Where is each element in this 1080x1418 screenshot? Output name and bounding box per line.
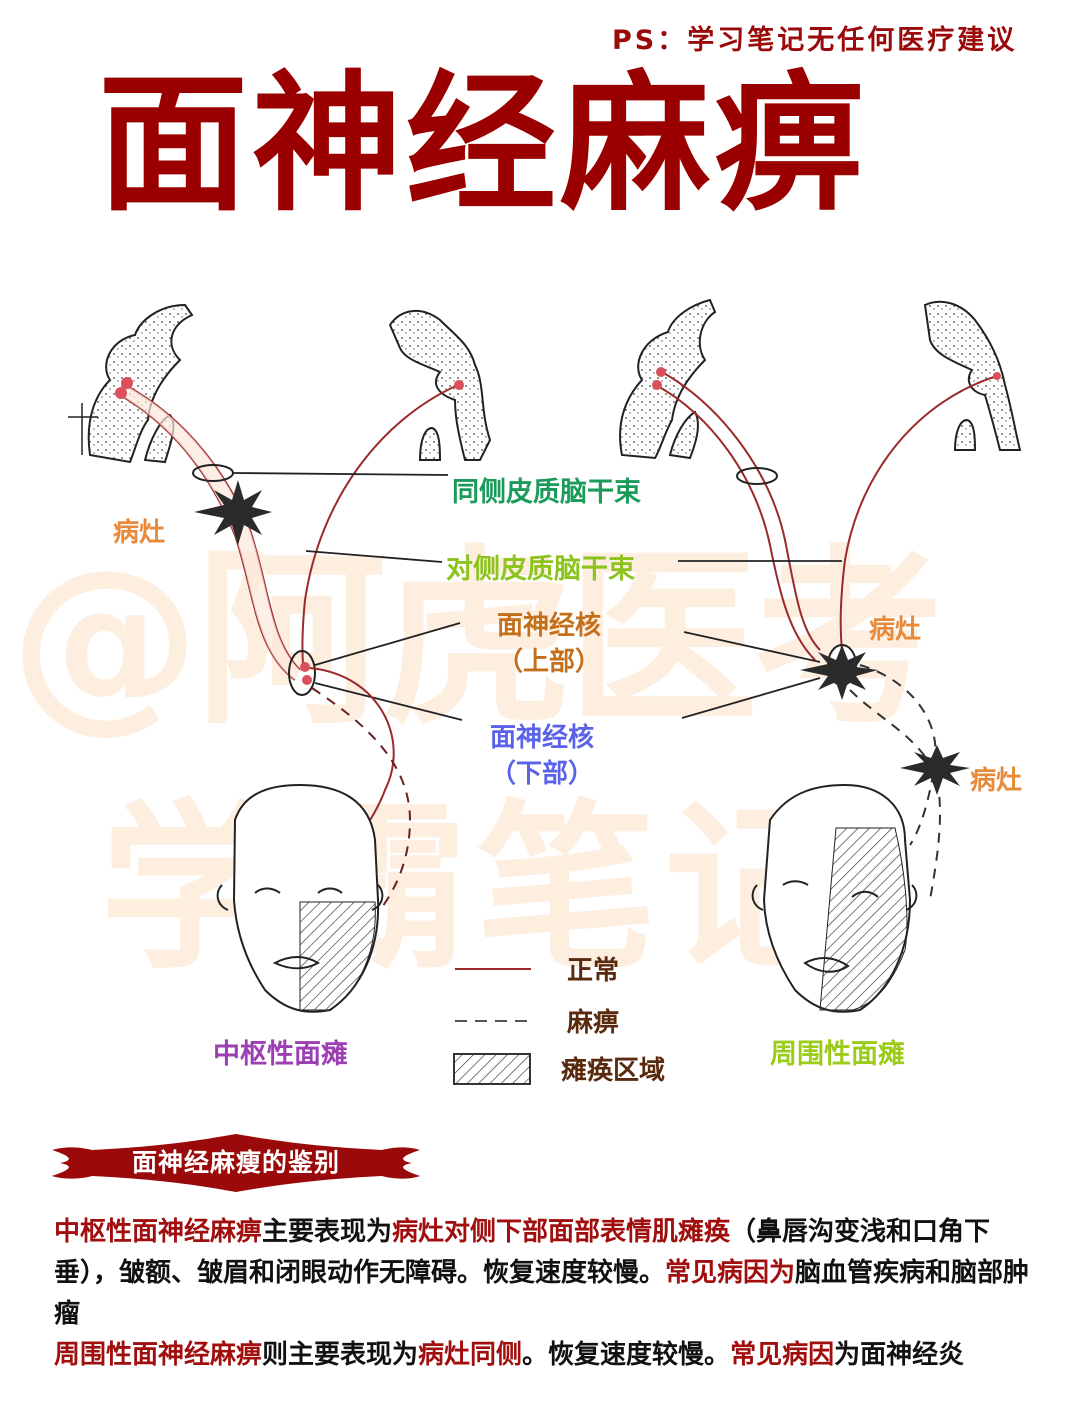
legend-paralyzed-area: 瘫痪区域 bbox=[453, 1050, 665, 1087]
text-segment: 脑血管疾病和脑部肿瘤 bbox=[54, 1258, 1030, 1329]
legend-paralyzed-area-label: 瘫痪区域 bbox=[561, 1056, 666, 1086]
dashed-line-icon bbox=[455, 1019, 531, 1022]
peripheral-key-symptom: 病灶同侧 bbox=[418, 1340, 523, 1370]
common-cause-label: 常见病因 bbox=[730, 1340, 835, 1370]
label-lesion-right-lower: 病灶 bbox=[970, 766, 1023, 796]
facial-nucleus-left bbox=[288, 650, 316, 696]
nucleus-upper-title: 面神经核 bbox=[497, 611, 602, 641]
nucleus-lower-title: 面神经核 bbox=[490, 723, 595, 753]
label-lesion-right-upper: 病灶 bbox=[869, 615, 922, 645]
hatched-box-icon bbox=[453, 1052, 531, 1085]
label-lesion-left: 病灶 bbox=[113, 518, 166, 548]
watermark-notes: 学霸笔记 bbox=[100, 785, 853, 994]
label-contralateral-corticobulbar-tract: 对侧皮质脑干束 bbox=[446, 554, 635, 585]
watermark-author: @阿虎医考 bbox=[10, 529, 944, 750]
central-key-symptom: 病灶对侧下部面部表情肌瘫痪 bbox=[392, 1217, 731, 1247]
legend-normal-label: 正常 bbox=[567, 956, 620, 986]
facial-nerve-pathway-diagram bbox=[68, 298, 1022, 1013]
central-palsy-face bbox=[216, 783, 384, 1013]
label-central-facial-palsy: 中枢性面瘫 bbox=[213, 1039, 348, 1070]
banner-ribbon-shape bbox=[52, 1134, 420, 1192]
lesion-star-left bbox=[194, 480, 272, 545]
text-segment: 。恢复速度较慢。 bbox=[522, 1340, 731, 1370]
paragraph-central: 中枢性面神经麻痹主要表现为病灶对侧下部面部表情肌瘫痪（鼻唇沟变浅和口角下垂），皱… bbox=[54, 1212, 1034, 1335]
banner-title: 面神经麻瘦的鉴别 bbox=[131, 1148, 340, 1177]
page-title: 面神经麻痹 bbox=[98, 58, 869, 232]
text-segment: 主要表现为 bbox=[262, 1217, 393, 1247]
disclaimer-note: PS：学习笔记无任何医疗建议 bbox=[612, 25, 1018, 56]
cortex-left-b bbox=[388, 310, 492, 461]
cortex-right-b bbox=[923, 300, 1022, 451]
label-facial-nucleus-upper: 面神经核 （上部） bbox=[497, 608, 601, 680]
differentiation-text: 中枢性面神经麻痹主要表现为病灶对侧下部面部表情肌瘫痪（鼻唇沟变浅和口角下垂），皱… bbox=[54, 1212, 1034, 1376]
label-ipsilateral-corticobulbar-tract: 同侧皮质脑干束 bbox=[452, 477, 641, 508]
label-peripheral-facial-palsy: 周围性面瘫 bbox=[770, 1039, 905, 1070]
nucleus-lower-sub: （下部） bbox=[490, 759, 595, 789]
peripheral-palsy-face bbox=[751, 783, 918, 1013]
cortex-right-a bbox=[619, 298, 717, 460]
lesion-star-right-upper bbox=[800, 645, 878, 700]
text-segment: 则主要表现为 bbox=[262, 1340, 419, 1370]
legend-normal: 正常 bbox=[453, 950, 619, 987]
section-banner: 面神经麻瘦的鉴别 bbox=[52, 1132, 420, 1194]
nucleus-upper-sub: （上部） bbox=[497, 647, 602, 677]
tract-marker-right bbox=[736, 467, 778, 485]
solid-line-icon bbox=[455, 967, 531, 970]
lesion-star-right-lower bbox=[900, 745, 970, 795]
central-term: 中枢性面神经麻痹 bbox=[54, 1217, 263, 1247]
common-cause-label: 常见病因为 bbox=[665, 1258, 796, 1288]
text-segment: （鼻唇沟变浅和口角下垂），皱额、皱眉和闭眼动作无障碍。恢复速度较慢。 bbox=[54, 1217, 991, 1288]
legend-paralysis-label: 麻痹 bbox=[567, 1008, 620, 1038]
peripheral-term: 周围性面神经麻痹 bbox=[54, 1340, 263, 1370]
legend-paralysis: 麻痹 bbox=[453, 1002, 619, 1039]
text-segment: 为面神经炎 bbox=[834, 1340, 965, 1370]
paragraph-peripheral: 周围性面神经麻痹则主要表现为病灶同侧。恢复速度较慢。常见病因为面神经炎 bbox=[54, 1335, 1034, 1376]
label-facial-nucleus-lower: 面神经核 （下部） bbox=[490, 720, 594, 792]
